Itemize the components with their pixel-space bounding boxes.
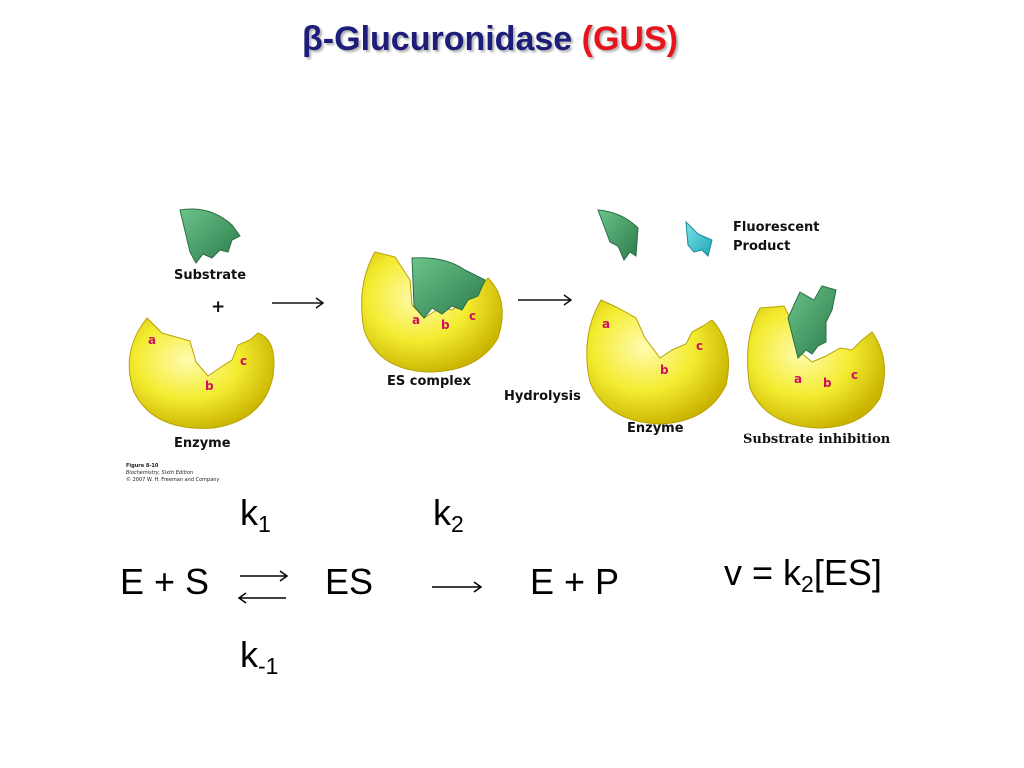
site-b-inhib: b	[823, 376, 832, 390]
rate-constant-k-minus-1: k-1	[240, 634, 279, 679]
substrate-label: Substrate	[174, 268, 246, 283]
slide-title: β-Glucuronidase (GUS)	[0, 20, 980, 59]
enzyme-left-shape	[128, 317, 275, 429]
enzyme-label-left: Enzyme	[174, 436, 231, 451]
title-beta: β	[302, 20, 323, 58]
arrow-binding-head	[315, 297, 325, 309]
inhibitor-substrate-shape	[787, 285, 837, 359]
site-b-es: b	[441, 318, 450, 332]
figure-credit-line2: Biochemistry, Sixth Edition	[126, 470, 193, 476]
reactants: E + S	[120, 561, 210, 602]
inhibited-enzyme-shape	[747, 305, 885, 429]
fluorescent-label-line1: Fluorescent	[733, 220, 819, 235]
site-a-es: a	[412, 313, 420, 327]
enzyme-label-right: Enzyme	[627, 421, 684, 436]
plus-sign: +	[211, 297, 225, 317]
forward-arrow-head	[279, 570, 289, 582]
enzyme-right-shape	[586, 299, 729, 425]
site-a-inhib: a	[794, 372, 802, 386]
figure-credit-line1: Figure 8-10	[126, 463, 159, 469]
site-b-right: b	[660, 363, 669, 377]
site-c-es: c	[469, 309, 476, 323]
site-a-left: a	[148, 333, 156, 347]
title-acronym: (GUS)	[581, 20, 678, 58]
substrate-shape	[179, 208, 241, 264]
fluorescent-label-line2: Product	[733, 239, 790, 254]
product-arrow-head	[473, 581, 483, 593]
substrate-inhibition-label: Substrate inhibition	[743, 432, 891, 447]
site-c-right: c	[696, 339, 703, 353]
figure-credit-line3: © 2007 W. H. Freeman and Company	[126, 476, 219, 483]
es-complex-term: ES	[325, 561, 374, 602]
hydrolysis-label: Hydrolysis	[504, 389, 581, 404]
title-main: -Glucuronidase	[322, 20, 573, 58]
site-a-right: a	[602, 317, 610, 331]
rate-constant-k1: k1	[240, 492, 271, 537]
arrow-hydrolysis-head	[563, 294, 573, 306]
site-c-left: c	[240, 354, 247, 368]
rate-equation: v = k2[ES]	[724, 552, 882, 597]
reverse-arrow-head	[237, 592, 247, 604]
site-b-left: b	[205, 379, 214, 393]
es-complex-enzyme-shape	[361, 251, 503, 373]
es-complex-substrate-shape	[411, 257, 486, 319]
rate-constant-k2: k2	[433, 492, 464, 537]
es-complex-label: ES complex	[387, 374, 472, 389]
site-c-inhib: c	[851, 368, 858, 382]
fluorescent-product-shape	[685, 220, 713, 257]
products: E + P	[530, 561, 620, 602]
product-green-shape	[597, 209, 639, 261]
